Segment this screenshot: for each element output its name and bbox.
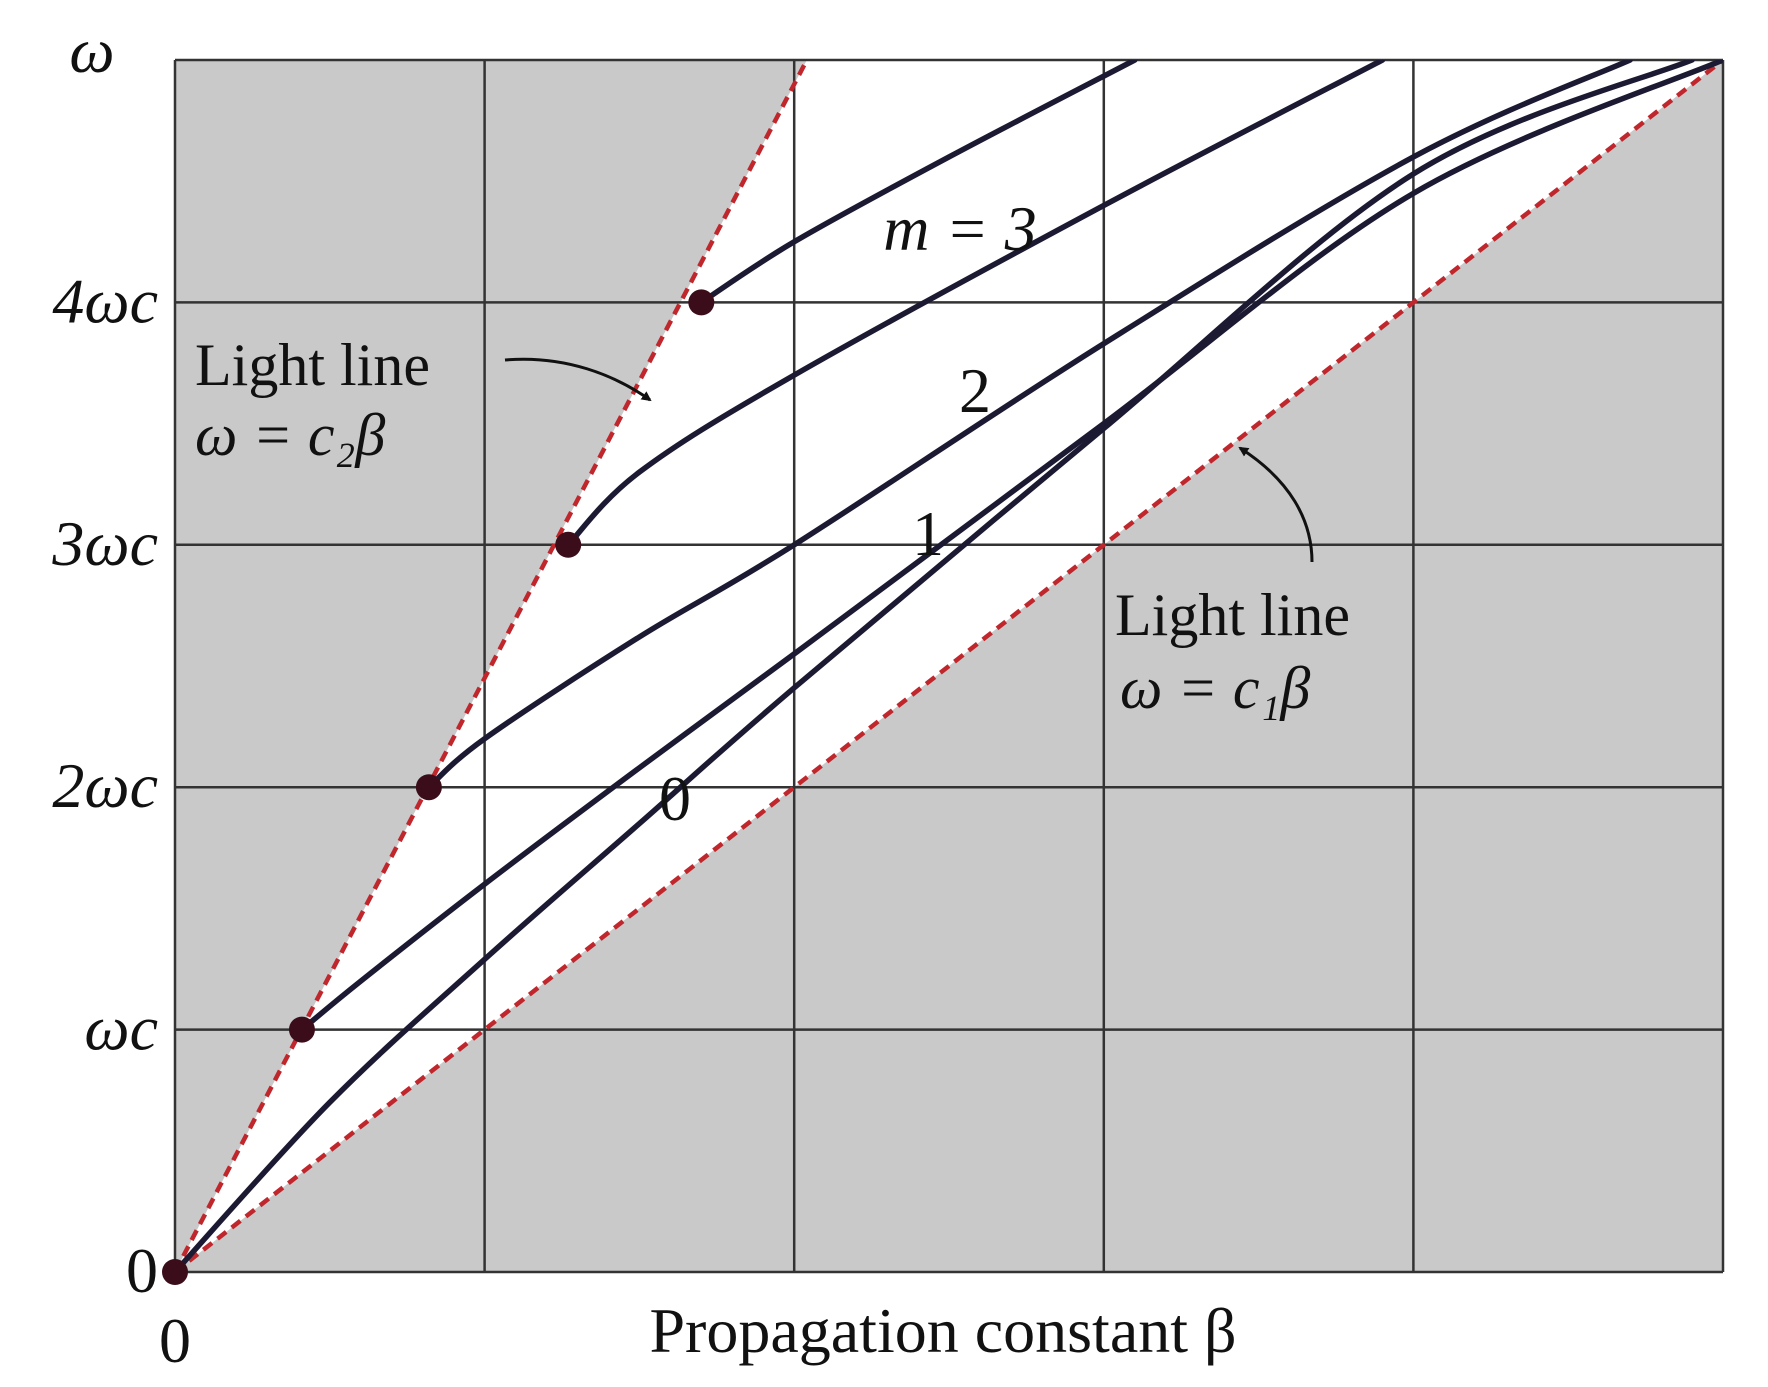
gridlines	[173, 58, 1725, 1274]
mode-label-2: 2	[959, 355, 991, 426]
mode-label-1: 1	[912, 498, 944, 569]
mode-curve-4	[698, 60, 1138, 306]
mode-curve-1	[299, 60, 1723, 1033]
light-lines	[175, 60, 1723, 1272]
light-line-c1	[175, 60, 1723, 1272]
cutoff-dot-1	[288, 1016, 315, 1043]
light-line-c2	[175, 60, 809, 1272]
light-line-c1-label: Light line	[1115, 582, 1350, 648]
annotation-arrows	[504, 357, 1314, 563]
cutoff-dot-4	[688, 289, 715, 316]
light-line-c2-label: Light line	[195, 332, 430, 398]
x-axis-label: Propagation constant β	[649, 1295, 1236, 1366]
y-tick-label: 3ωc	[51, 508, 158, 579]
cutoff-dot-0	[162, 1259, 188, 1285]
cutoff-dot-3	[555, 531, 582, 558]
y-tick-label: 0	[126, 1235, 158, 1306]
mode-curves	[175, 60, 1723, 1272]
y-tick-label: 2ωc	[52, 750, 158, 821]
y-tick-label: 4ωc	[52, 265, 158, 336]
mode-curve-2	[426, 60, 1633, 790]
mode-curve-0	[175, 60, 1695, 1272]
light-line-c1-formula: ω = c₁β	[1120, 655, 1310, 721]
mode-label-0: 0	[659, 763, 691, 834]
mode-curve-3	[565, 60, 1386, 548]
cutoff-dot-2	[415, 774, 442, 801]
y-axis-label: ω	[69, 15, 114, 86]
x-tick-label: 0	[159, 1305, 191, 1376]
mode-label-3: m = 3	[883, 193, 1036, 264]
cutoff-points	[162, 289, 715, 1285]
light-line-c2-formula: ω = c₂β	[195, 402, 385, 468]
arrow-light-line-c2	[504, 357, 652, 402]
arrow-light-line-c1	[1238, 446, 1314, 563]
y-tick-label: ωc	[84, 993, 158, 1064]
